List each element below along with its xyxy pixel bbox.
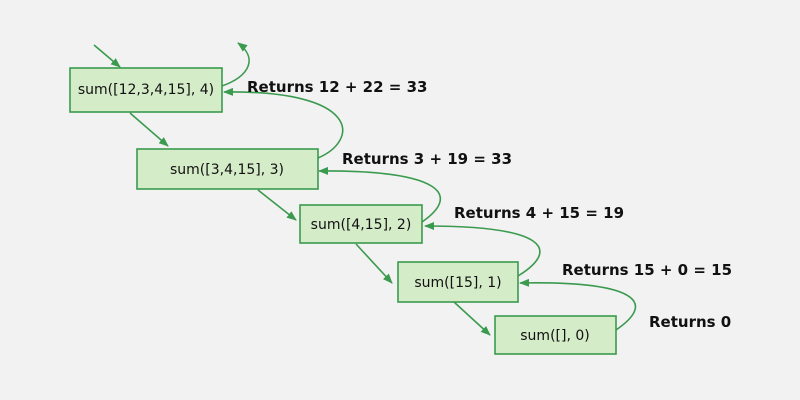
entry-arrow <box>93 44 121 68</box>
return-label-3: Returns 4 + 15 = 19 <box>454 204 624 222</box>
return-label-4: Returns 15 + 0 = 15 <box>562 261 732 279</box>
return-arrow-2 <box>318 166 441 223</box>
call-box-3: sum([4,15], 2) <box>299 204 423 244</box>
return-arrow-3 <box>424 222 541 277</box>
return-label-1: Returns 12 + 22 = 33 <box>247 78 427 96</box>
call-label: sum([], 0) <box>520 328 589 344</box>
call-arrow-2 <box>257 189 297 221</box>
call-box-4: sum([15], 1) <box>397 261 519 303</box>
exit-return-arrow <box>221 42 250 87</box>
call-label: sum([12,3,4,15], 4) <box>78 82 214 98</box>
call-arrow-3 <box>355 243 393 284</box>
call-arrow-1 <box>129 112 169 147</box>
return-label-2: Returns 3 + 19 = 33 <box>342 150 512 168</box>
call-label: sum([3,4,15], 3) <box>170 162 284 178</box>
call-label: sum([15], 1) <box>414 275 501 291</box>
call-box-5: sum([], 0) <box>494 315 617 355</box>
call-box-2: sum([3,4,15], 3) <box>136 148 319 190</box>
call-label: sum([4,15], 2) <box>311 217 412 233</box>
return-arrow-4 <box>519 278 637 331</box>
return-label-5: Returns 0 <box>649 313 731 331</box>
return-arrow-1 <box>223 87 344 159</box>
call-box-1: sum([12,3,4,15], 4) <box>69 67 223 113</box>
call-arrow-4 <box>453 301 491 336</box>
